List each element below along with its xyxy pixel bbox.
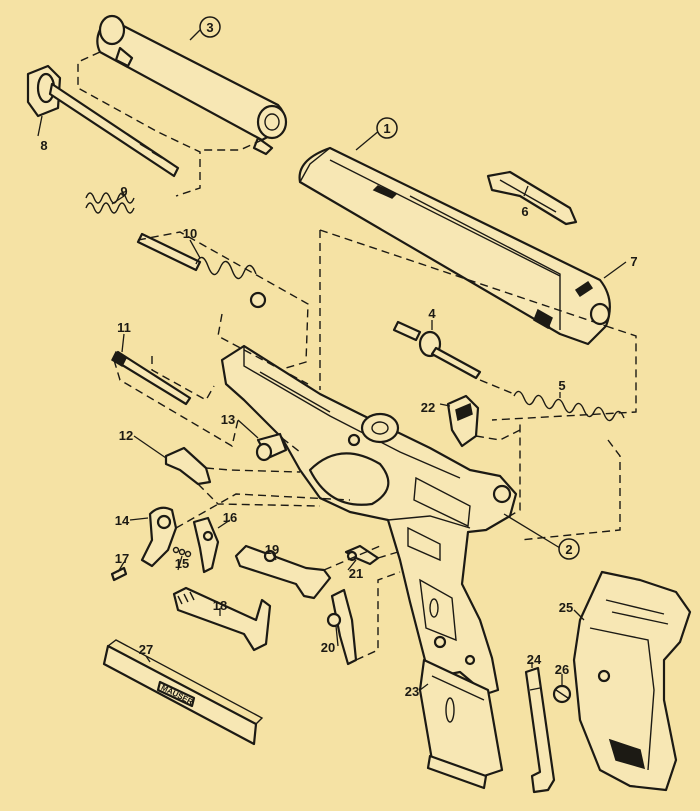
part-27-panel [102, 639, 264, 746]
part-17-pin [110, 566, 128, 582]
label-26: 26 [555, 662, 569, 677]
assembly-lines [77, 51, 637, 661]
label-21: 21 [349, 566, 363, 581]
part-frame [220, 344, 518, 696]
label-20: 20 [321, 640, 335, 655]
label-5: 5 [558, 378, 565, 393]
part-15-spring [172, 546, 192, 558]
label-18: 18 [213, 598, 227, 613]
label-7: 7 [630, 254, 637, 269]
part-1-slide [298, 146, 611, 346]
part-24 [524, 666, 556, 794]
part-13 [255, 432, 288, 462]
part-26-grip-screw [552, 684, 572, 704]
label-22: 22 [421, 400, 435, 415]
label-9: 9 [120, 184, 127, 199]
part-19-trigger-bar [234, 544, 332, 600]
label-14: 14 [115, 513, 130, 528]
callout-circle-3 [199, 16, 221, 38]
label-3: 3 [206, 20, 213, 35]
label-19: 19 [265, 542, 279, 557]
part-4-firing-pin [392, 320, 482, 380]
label-8: 8 [40, 138, 47, 153]
part-25-grip [572, 570, 692, 792]
label-16: 16 [223, 510, 237, 525]
part-18-trigger [172, 586, 272, 652]
part-3-barrel [96, 14, 288, 156]
part-9-spring [85, 192, 135, 214]
label-27: 27 [139, 642, 153, 657]
part-5-spring [513, 390, 625, 422]
label-6: 6 [521, 204, 528, 219]
label-23: 23 [405, 684, 419, 699]
callout-circle-1 [376, 117, 398, 139]
part-6-extractor [486, 170, 578, 226]
part-12 [164, 446, 212, 486]
label-15: 15 [175, 556, 189, 571]
part-22 [446, 394, 480, 448]
label-11: 11 [117, 320, 131, 335]
leader-lines [37, 27, 627, 691]
label-12: 12 [119, 428, 133, 443]
part-10-spring-guide [136, 232, 267, 309]
label-4: 4 [428, 306, 436, 321]
part-16-sear [192, 516, 220, 574]
label-17: 17 [115, 551, 129, 566]
part-14-hammer [140, 506, 178, 568]
label-2: 2 [565, 542, 572, 557]
label-1: 1 [383, 121, 390, 136]
label-10: 10 [183, 226, 197, 241]
label-24: 24 [527, 652, 542, 667]
part-8-guide-rod [26, 64, 180, 178]
label-25: 25 [559, 600, 573, 615]
label-13: 13 [221, 412, 235, 427]
part-11-pin [111, 350, 192, 406]
callout-circle-2 [558, 538, 580, 560]
